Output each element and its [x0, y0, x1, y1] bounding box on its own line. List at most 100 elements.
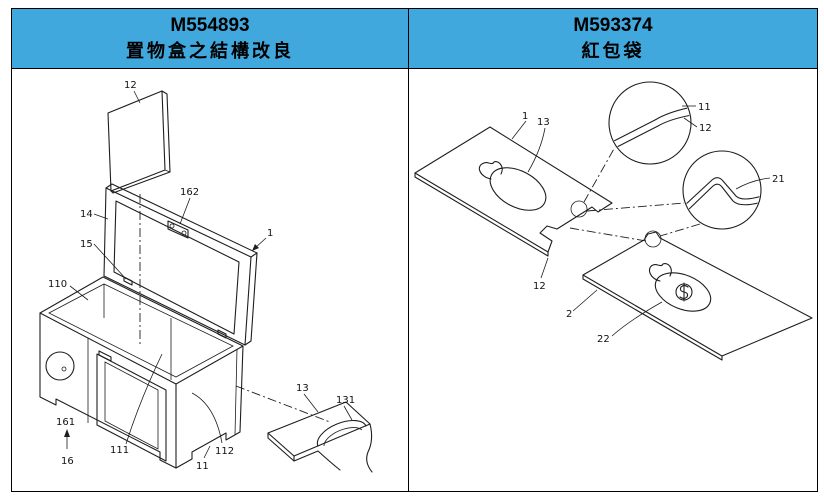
- drawing-cell-left: 12 162 14 1 15: [12, 69, 409, 491]
- leader-12-layer: [683, 117, 698, 128]
- lid-frame-outer: [103, 187, 252, 346]
- handle-hole: [45, 351, 75, 381]
- money-bag-body: [654, 272, 712, 312]
- leader-1-arrowhead: [252, 244, 259, 251]
- money-bag-knot: [648, 263, 672, 282]
- leader-1-sheet: [511, 120, 527, 140]
- arrow-161-head: [64, 429, 70, 437]
- leader-12: [133, 90, 141, 104]
- header-cell-right: M593374 紅包袋: [409, 9, 817, 69]
- box-rim-inner: [48, 283, 234, 378]
- leader-162: [179, 197, 191, 225]
- red-envelope-drawing: 1 13 11 12 21: [414, 81, 813, 361]
- leader-13-bag: [527, 127, 546, 173]
- clasp-rivet-left: [169, 223, 175, 229]
- side-plate-cutout-131: [316, 419, 367, 447]
- box-rim-outer: [39, 276, 244, 385]
- layer-12: [614, 114, 690, 149]
- window-latch: [98, 350, 112, 362]
- leader-111: [125, 353, 163, 445]
- leader-112: [191, 392, 223, 444]
- detail-marker-sheet-2: [644, 230, 662, 248]
- leader-22: [611, 301, 663, 337]
- detail-right-fold: [684, 177, 760, 213]
- detail-top-layers: [611, 106, 690, 149]
- leader-131: [343, 405, 353, 421]
- label-14: 14: [80, 209, 93, 220]
- clasp-162: [167, 220, 189, 239]
- label-11-layer: 11: [698, 102, 711, 113]
- storage-box-drawing: 12 162 14 1 15: [39, 80, 373, 473]
- assembly-axis-side: [235, 385, 331, 423]
- envelope-sheet-2: [582, 231, 813, 357]
- side-plate-cutout-inner: [323, 427, 363, 447]
- side-plate-thickness: [267, 432, 295, 462]
- patent-comparison-table: M554893 置物盒之結構改良 M593374 紅包袋 12: [11, 8, 818, 492]
- money-bag-cutout-knot: [478, 161, 503, 180]
- clasp-plate: [167, 220, 189, 239]
- leader-14: [93, 213, 109, 220]
- detail-circle-right: [682, 150, 762, 230]
- money-bag-cutout-body: [489, 167, 547, 211]
- panel-board-thickness: [110, 90, 171, 194]
- side-plate-lower-edge: [293, 450, 341, 471]
- lid-frame-inner: [113, 200, 240, 335]
- fold-lower: [685, 183, 760, 213]
- patent-title-left: 置物盒之結構改良: [126, 40, 294, 61]
- layer-11: [611, 106, 690, 143]
- panel-board-corner: [164, 169, 171, 173]
- label-13: 13: [296, 383, 309, 394]
- dollar-icon: [675, 282, 693, 302]
- envelope-sheet-1: [414, 126, 613, 253]
- leader-2: [572, 289, 598, 312]
- patent-number-right: M593374: [573, 14, 653, 36]
- drawing-cell-right: 1 13 11 12 21: [409, 69, 817, 491]
- handle-hole-center: [61, 366, 67, 372]
- envelope-sheet-1-thickness: [414, 172, 549, 257]
- label-162: 162: [180, 187, 199, 198]
- label-2: 2: [566, 309, 572, 320]
- lid-frame-corner: [250, 252, 258, 258]
- label-11: 11: [196, 461, 209, 472]
- detail-line-right-lower: [659, 223, 701, 237]
- box-right-face-edge: [234, 348, 238, 436]
- label-1: 1: [267, 228, 273, 239]
- label-12-notch: 12: [533, 281, 546, 292]
- panel-board: [107, 90, 166, 192]
- leader-12-notch: [540, 257, 549, 279]
- label-111: 111: [110, 445, 129, 456]
- fold-upper: [684, 177, 760, 207]
- header-cell-left: M554893 置物盒之結構改良: [12, 9, 409, 69]
- leader-15: [93, 243, 127, 280]
- leader-21: [735, 177, 771, 190]
- label-21: 21: [772, 174, 785, 185]
- side-plate-break-line: [366, 423, 373, 473]
- hinge-left: [123, 276, 133, 286]
- label-22: 22: [597, 334, 610, 345]
- leader-11: [203, 445, 211, 459]
- box-right-face: [175, 345, 244, 469]
- label-161: 161: [56, 417, 75, 428]
- patent-number-left: M554893: [170, 14, 250, 36]
- label-12-layer: 12: [699, 123, 712, 134]
- patent-title-right: 紅包袋: [581, 40, 645, 61]
- box-window-frame: [96, 353, 167, 462]
- leader-110: [69, 285, 89, 301]
- box-front-face: [39, 312, 177, 469]
- label-16: 16: [61, 456, 74, 467]
- label-131: 131: [336, 395, 355, 406]
- detail-line-right: [586, 202, 685, 212]
- detail-marker-sheet-1: [570, 200, 588, 218]
- label-12: 12: [124, 80, 137, 91]
- clasp-rivet-right: [181, 230, 187, 236]
- detail-line-top: [583, 146, 616, 203]
- label-1-sheet: 1: [522, 111, 528, 122]
- label-112: 112: [215, 446, 234, 457]
- envelope-sheet-2-thickness: [582, 274, 723, 361]
- label-13-bag: 13: [537, 117, 550, 128]
- label-110: 110: [48, 279, 67, 290]
- label-15: 15: [80, 239, 93, 250]
- assembly-line-sheets: [569, 227, 647, 242]
- box-window-inner: [104, 361, 159, 450]
- side-plate-13: [267, 401, 371, 457]
